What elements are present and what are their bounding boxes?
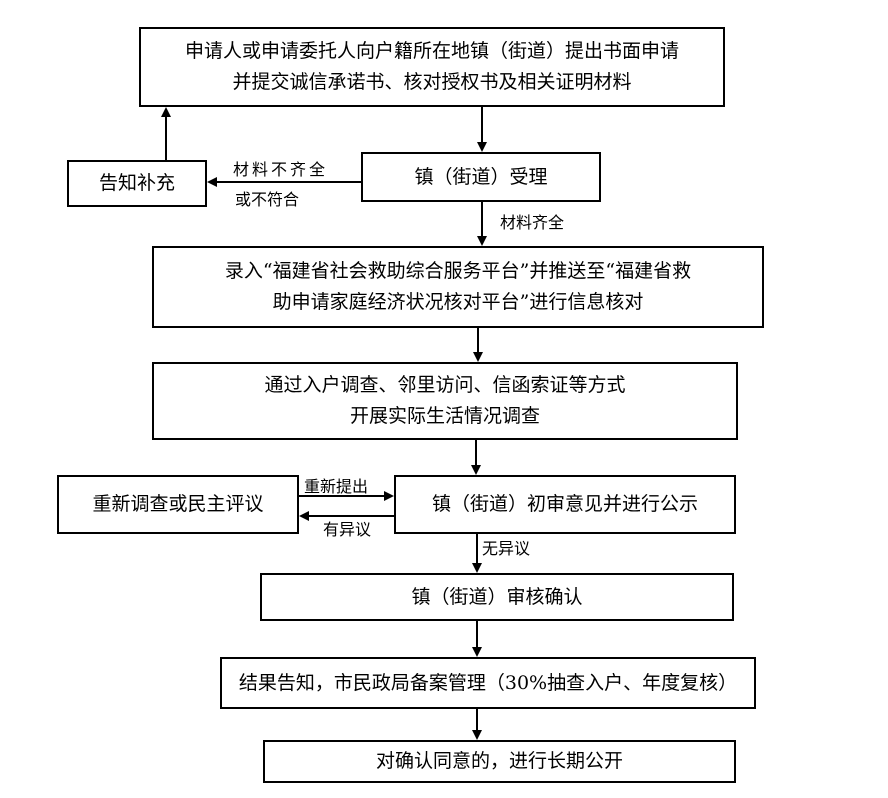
step-confirm-box: 镇（街道）审核确认 (260, 573, 734, 621)
step-publish-box: 对确认同意的，进行长期公开 (263, 740, 736, 783)
step-review-text: 镇（街道）初审意见并进行公示 (431, 493, 698, 515)
step-apply-line1: 申请人或申请委托人向户籍所在地镇（街道）提出书面申请 (184, 40, 679, 62)
step-notify-text: 结果告知，市民政局备案管理（30%抽查入户、年度复核） (238, 671, 738, 694)
label-no-objection: 无异议 (482, 539, 531, 558)
label-incomplete-1: 材料不齐全 (233, 160, 329, 179)
step-confirm-text: 镇（街道）审核确认 (411, 585, 583, 608)
step-notify-box: 结果告知，市民政局备案管理（30%抽查入户、年度复核） (220, 657, 756, 709)
step-accept-text: 镇（街道）受理 (414, 165, 548, 188)
step-supplement-text: 告知补充 (98, 172, 175, 194)
step-survey-line2: 开展实际生活情况调查 (349, 405, 540, 427)
step-apply-line2: 并提交诚信承诺书、核对授权书及相关证明材料 (232, 71, 632, 93)
label-complete: 材料齐全 (500, 213, 565, 232)
step-survey-line1: 通过入户调查、邻里访问、信函索证等方式 (264, 374, 626, 396)
label-resubmit: 重新提出 (304, 477, 369, 496)
step-reinvestigate-box: 重新调查或民主评议 (57, 475, 299, 534)
step-apply-box: 申请人或申请委托人向户籍所在地镇（街道）提出书面申请 并提交诚信承诺书、核对授权… (139, 27, 725, 107)
step-enter-line2: 助申请家庭经济状况核对平台”进行信息核对 (272, 291, 644, 313)
step-reinvestigate-text: 重新调查或民主评议 (92, 493, 264, 515)
step-review-box: 镇（街道）初审意见并进行公示 (394, 475, 736, 534)
step-enter-box: 录入“福建省社会救助综合服务平台”并推送至“福建省救 助申请家庭经济状况核对平台… (152, 246, 764, 328)
step-survey-box: 通过入户调查、邻里访问、信函索证等方式 开展实际生活情况调查 (152, 362, 738, 440)
label-objection: 有异议 (323, 520, 372, 539)
step-enter-line1: 录入“福建省社会救助综合服务平台”并推送至“福建省救 (224, 260, 692, 282)
step-accept-box: 镇（街道）受理 (361, 152, 601, 202)
step-supplement-box: 告知补充 (67, 160, 207, 207)
step-publish-text: 对确认同意的，进行长期公开 (375, 750, 623, 772)
label-incomplete-2: 或不符合 (235, 190, 300, 209)
